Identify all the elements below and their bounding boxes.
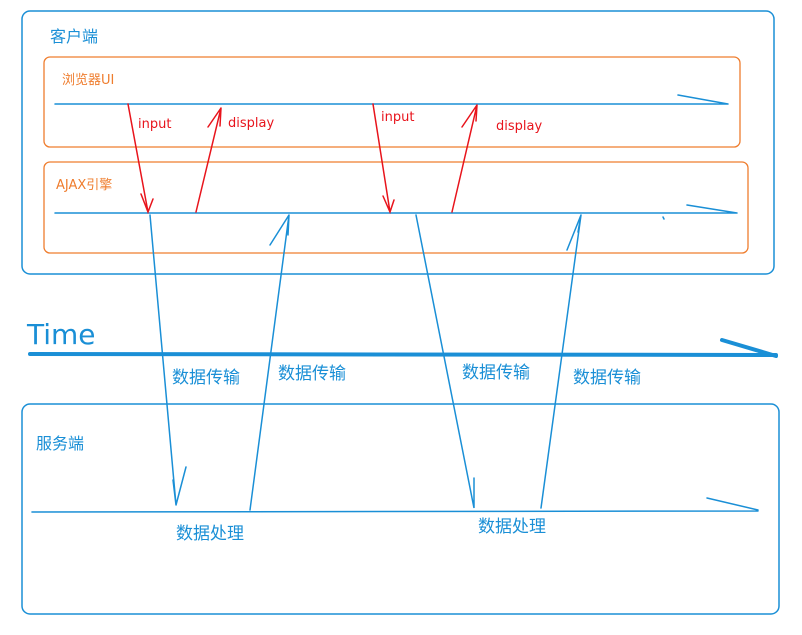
server-timeline	[31, 497, 759, 513]
time-axis	[28, 338, 778, 358]
browser-ui-label: 浏览器UI	[62, 72, 114, 88]
display-arrow-2	[451, 104, 478, 213]
transfer-line-2	[249, 214, 290, 511]
transfer-line-4	[540, 214, 582, 509]
server-box	[21, 403, 780, 615]
transfer-line-3	[415, 214, 475, 509]
browser-timeline	[54, 94, 729, 105]
display-label-2: display	[496, 119, 542, 134]
ajax-timeline	[54, 204, 738, 220]
input-arrow-1	[127, 103, 154, 215]
transfer-label-2: 数据传输	[278, 364, 346, 384]
transfer-label-1: 数据传输	[172, 368, 240, 388]
server-label: 服务端	[36, 434, 84, 453]
transfer-label-4: 数据传输	[573, 368, 641, 388]
display-label-1: display	[228, 116, 274, 131]
transfer-line-1	[149, 214, 187, 506]
client-box	[21, 10, 775, 275]
ajax-engine-box	[43, 161, 749, 254]
input-arrow-2	[372, 103, 395, 215]
process-label-1: 数据处理	[176, 524, 244, 544]
browser-ui-box	[43, 56, 741, 148]
input-label-2: input	[381, 110, 414, 125]
input-label-1: input	[138, 117, 171, 132]
ajax-engine-label: AJAX引擎	[56, 178, 112, 193]
client-label: 客户端	[50, 27, 98, 46]
process-label-2: 数据处理	[478, 517, 546, 537]
time-label: Time	[26, 318, 96, 351]
display-arrow-1	[195, 107, 222, 213]
transfer-label-3: 数据传输	[462, 363, 530, 383]
